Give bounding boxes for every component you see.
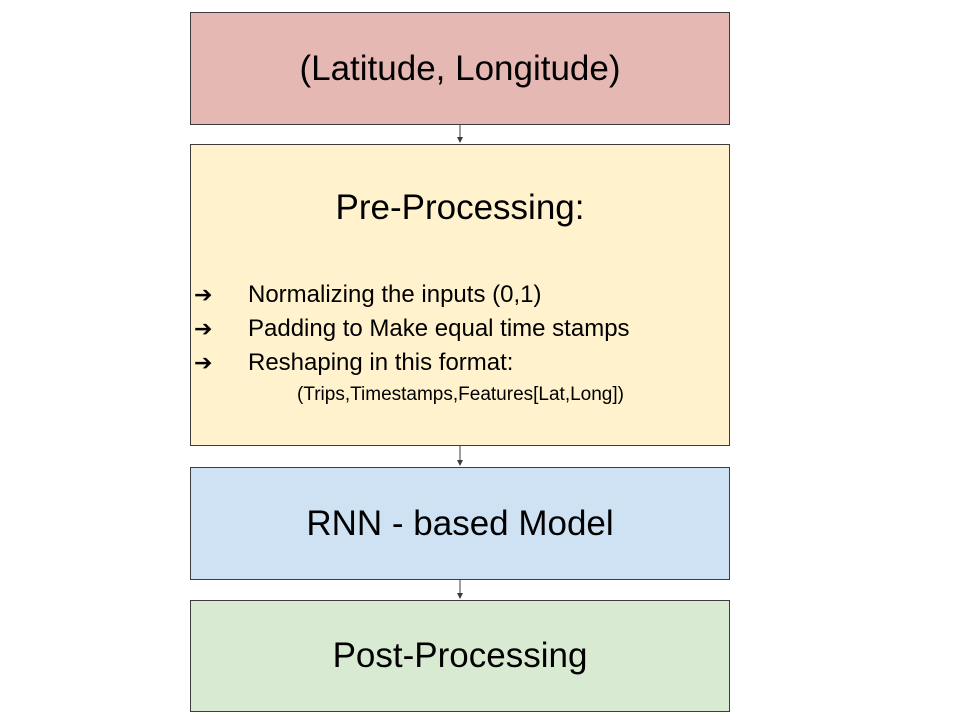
preprocessing-title: Pre-Processing: [335,188,585,227]
format-text: (Trips,Timestamps,Features[Lat,Long]) [297,384,624,405]
model-node: RNN - based Model [190,467,730,580]
input-node: (Latitude, Longitude) [190,12,730,125]
postprocessing-node: Post-Processing [190,600,730,712]
input-label: (Latitude, Longitude) [299,48,621,88]
step-text: Reshaping in this format: [248,349,514,376]
model-label: RNN - based Model [306,503,614,543]
arrow-right-icon: ➔ [194,316,213,341]
arrow-right-icon: ➔ [194,350,213,375]
arrow-right-icon: ➔ [194,282,213,307]
list-item: ➔ Normalizing the inputs (0,1) [194,278,630,312]
postprocessing-label: Post-Processing [332,636,588,675]
preprocessing-node: Pre-Processing: ➔ Normalizing the inputs… [190,144,730,446]
list-item: ➔ Padding to Make equal time stamps [194,312,630,346]
step-text: Padding to Make equal time stamps [248,315,630,342]
step-text: Normalizing the inputs (0,1) [248,281,542,308]
list-item: ➔ Reshaping in this format: [194,346,630,380]
preprocessing-steps: ➔ Normalizing the inputs (0,1) ➔ Padding… [194,278,630,380]
